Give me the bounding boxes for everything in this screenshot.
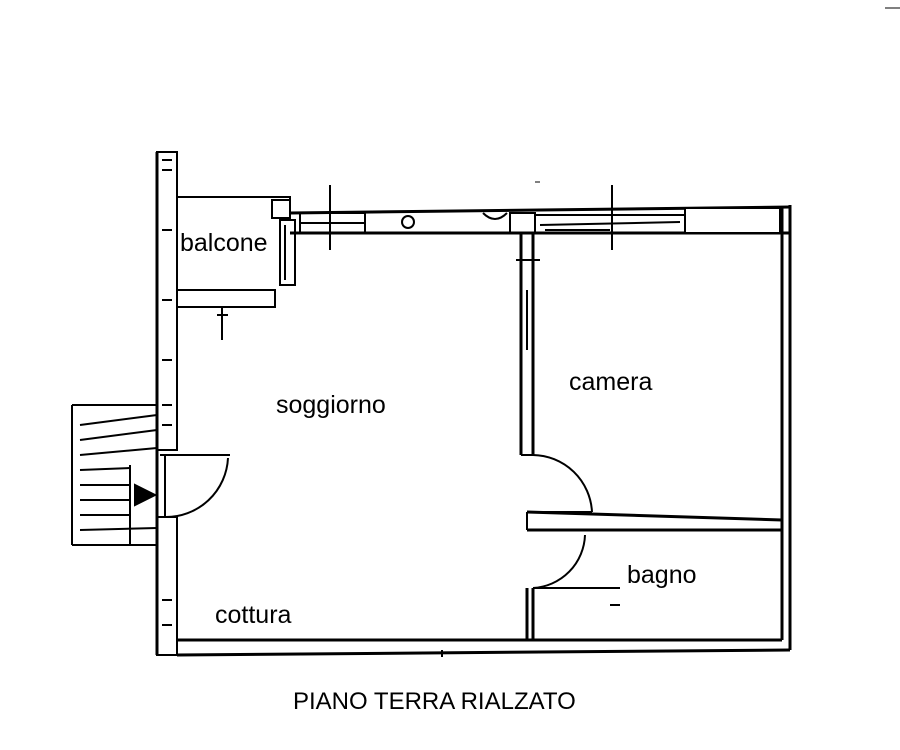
left-exterior-wall <box>155 151 178 656</box>
interior-partition-bagno <box>526 510 783 532</box>
room-label-soggiorno: soggiorno <box>276 391 386 419</box>
room-label-camera: camera <box>569 368 653 396</box>
balcony <box>177 196 296 340</box>
bottom-exterior-wall <box>176 638 791 657</box>
room-label-bagno: bagno <box>627 561 697 589</box>
right-exterior-wall <box>780 205 792 650</box>
door-bagno <box>525 534 620 640</box>
corner-marks <box>535 7 900 183</box>
door-camera <box>532 454 593 513</box>
room-label-balcone: balcone <box>180 229 268 257</box>
floor-caption: PIANO TERRA RIALZATO <box>293 688 576 715</box>
entrance-door <box>134 454 230 519</box>
external-stairs <box>71 404 158 546</box>
room-label-cottura: cottura <box>215 601 292 629</box>
interior-partition-camera <box>516 233 540 456</box>
top-exterior-wall <box>289 185 791 250</box>
